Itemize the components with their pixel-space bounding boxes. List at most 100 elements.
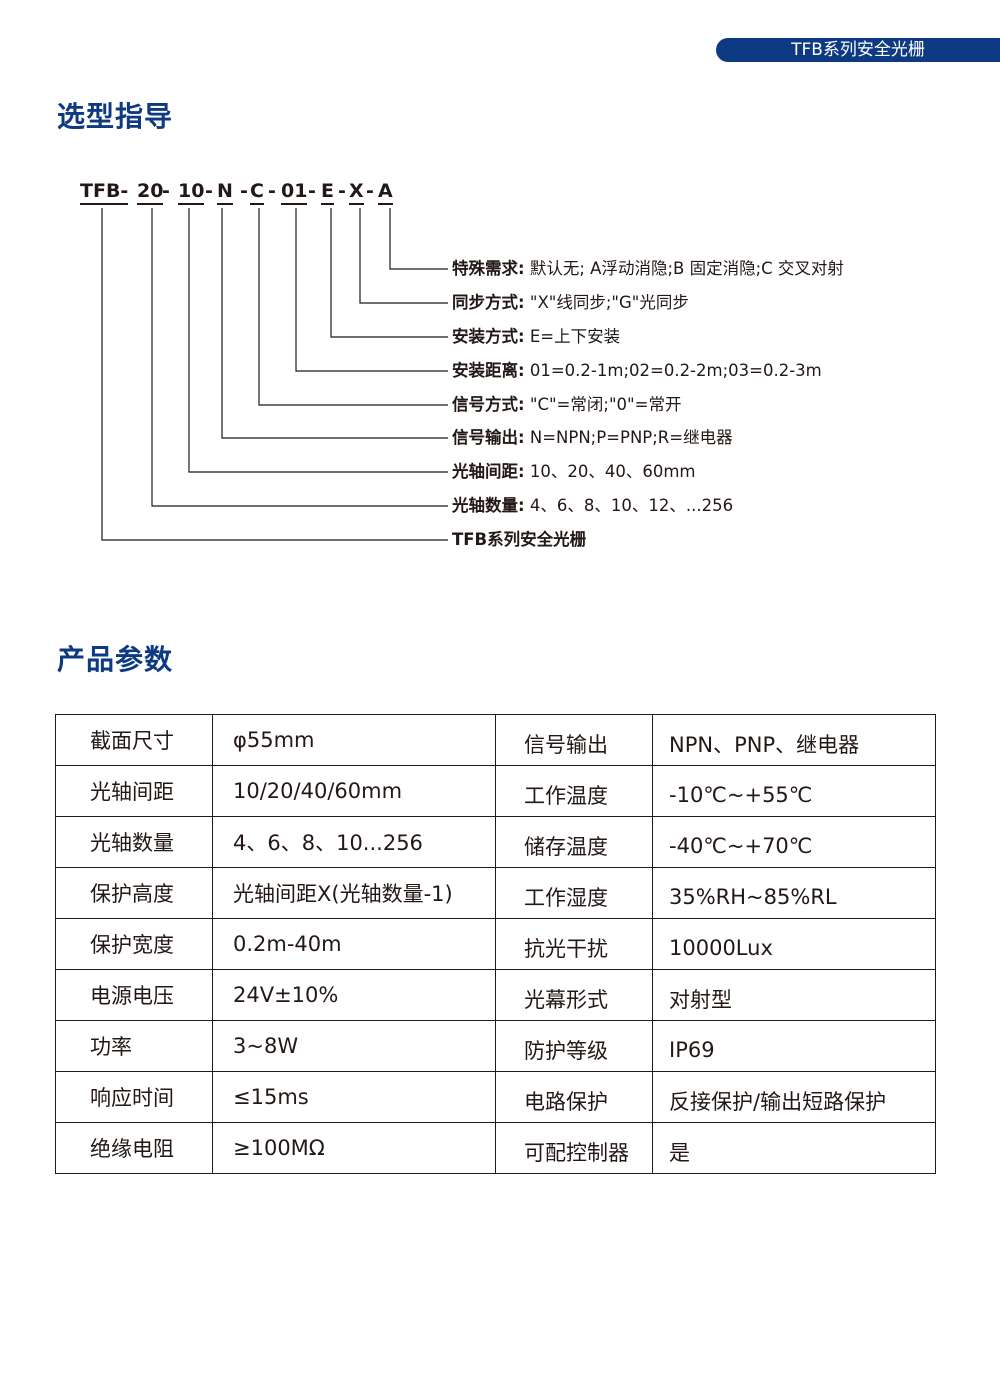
param-value: -10℃~+55℃ [652, 765, 936, 817]
legend-item: 信号输出: N=NPN;P=PNP;R=继电器 [452, 428, 733, 448]
param-label: 光幕形式 [495, 969, 653, 1021]
code-segment: - [162, 180, 170, 202]
code-segment: - [240, 180, 248, 202]
param-value: 0.2m-40m [212, 918, 496, 970]
code-segment: E [321, 180, 334, 205]
code-segment: A [378, 180, 393, 205]
param-label: 响应时间 [55, 1071, 213, 1123]
selection-guide-title: 选型指导 [57, 100, 174, 133]
param-label: 防护等级 [495, 1020, 653, 1072]
code-segment: X [349, 180, 364, 205]
param-value: 是 [652, 1122, 936, 1174]
leader-line [330, 208, 448, 338]
legend-key: 光轴数量: [452, 496, 525, 515]
param-value: 10000Lux [652, 918, 936, 970]
leader-line [295, 208, 448, 372]
param-label: 工作温度 [495, 765, 653, 817]
param-value: 反接保护/输出短路保护 [652, 1071, 936, 1123]
legend-key: 同步方式: [452, 293, 525, 312]
leader-line [389, 208, 448, 270]
param-label: 储存温度 [495, 816, 653, 868]
param-label: 可配控制器 [495, 1122, 653, 1174]
legend-item: 光轴数量: 4、6、8、10、12、...256 [452, 496, 733, 516]
code-segment: - [366, 180, 374, 202]
product-params-title: 产品参数 [57, 643, 174, 676]
param-value: ≥100MΩ [212, 1122, 496, 1174]
param-label: 电路保护 [495, 1071, 653, 1123]
param-label: 光轴间距 [55, 765, 213, 817]
code-segment: 20 [137, 180, 164, 205]
leader-line [188, 208, 448, 473]
legend-key: 光轴间距: [452, 462, 525, 481]
legend-item: 特殊需求: 默认无; A浮动消隐;B 固定消隐;C 交叉对射 [452, 259, 844, 279]
param-value: 24V±10% [212, 969, 496, 1021]
legend-value: "X"线同步;"G"光同步 [524, 293, 689, 312]
legend-value: 01=0.2-1m;02=0.2-2m;03=0.2-3m [524, 361, 822, 380]
param-label: 信号输出 [495, 714, 653, 766]
param-label: 功率 [55, 1020, 213, 1072]
code-segment: N [217, 180, 233, 205]
leader-line [221, 208, 448, 439]
param-value: -40℃~+70℃ [652, 816, 936, 868]
param-label: 光轴数量 [55, 816, 213, 868]
code-segment: - [268, 180, 276, 202]
code-segment: - [338, 180, 346, 202]
legend-item: 同步方式: "X"线同步;"G"光同步 [452, 293, 689, 313]
param-value: NPN、PNP、继电器 [652, 714, 936, 766]
code-segment: C [250, 180, 264, 205]
param-value: φ55mm [212, 714, 496, 766]
legend-item: 安装方式: E=上下安装 [452, 327, 620, 347]
legend-key: 特殊需求: [452, 259, 525, 278]
param-label: 电源电压 [55, 969, 213, 1021]
legend-key: 安装方式: [452, 327, 525, 346]
param-value: 10/20/40/60mm [212, 765, 496, 817]
code-segment: - [308, 180, 316, 202]
param-value: 35%RH~85%RL [652, 867, 936, 919]
code-segment: - [205, 180, 213, 202]
leader-line [151, 208, 448, 507]
legend-key: 安装距离: [452, 361, 525, 380]
leader-line [101, 208, 448, 541]
param-value: 对射型 [652, 969, 936, 1021]
param-label: 工作湿度 [495, 867, 653, 919]
param-label: 绝缘电阻 [55, 1122, 213, 1174]
legend-value: "C"=常闭;"0"=常开 [524, 395, 682, 414]
legend-item: 光轴间距: 10、20、40、60mm [452, 462, 695, 482]
code-segment: 10 [178, 180, 205, 205]
code-leader-lines [101, 208, 448, 541]
series-badge: TFB系列安全光栅 [716, 38, 1000, 62]
param-value: ≤15ms [212, 1071, 496, 1123]
legend-value: E=上下安装 [524, 327, 621, 346]
param-value: 光轴间距X(光轴数量-1) [212, 867, 496, 919]
legend-key: 信号输出: [452, 428, 525, 447]
legend-value: 默认无; A浮动消隐;B 固定消隐;C 交叉对射 [524, 259, 844, 278]
legend-value: 10、20、40、60mm [524, 462, 696, 481]
param-label: 保护高度 [55, 867, 213, 919]
param-value: 3~8W [212, 1020, 496, 1072]
param-label: 截面尺寸 [55, 714, 213, 766]
legend-item: 信号方式: "C"=常闭;"0"=常开 [452, 395, 681, 415]
param-label: 保护宽度 [55, 918, 213, 970]
legend-key: 信号方式: [452, 395, 525, 414]
param-value: IP69 [652, 1020, 936, 1072]
leader-line [258, 208, 448, 406]
code-segment: TFB- [80, 180, 129, 205]
legend-value: TFB系列安全光栅 [452, 530, 587, 549]
legend-value: 4、6、8、10、12、...256 [524, 496, 734, 515]
leader-line [359, 208, 448, 304]
legend-item: TFB系列安全光栅 [452, 530, 586, 550]
param-label: 抗光干扰 [495, 918, 653, 970]
param-value: 4、6、8、10...256 [212, 816, 496, 868]
legend-value: N=NPN;P=PNP;R=继电器 [524, 428, 733, 447]
code-segment: 01 [281, 180, 308, 205]
